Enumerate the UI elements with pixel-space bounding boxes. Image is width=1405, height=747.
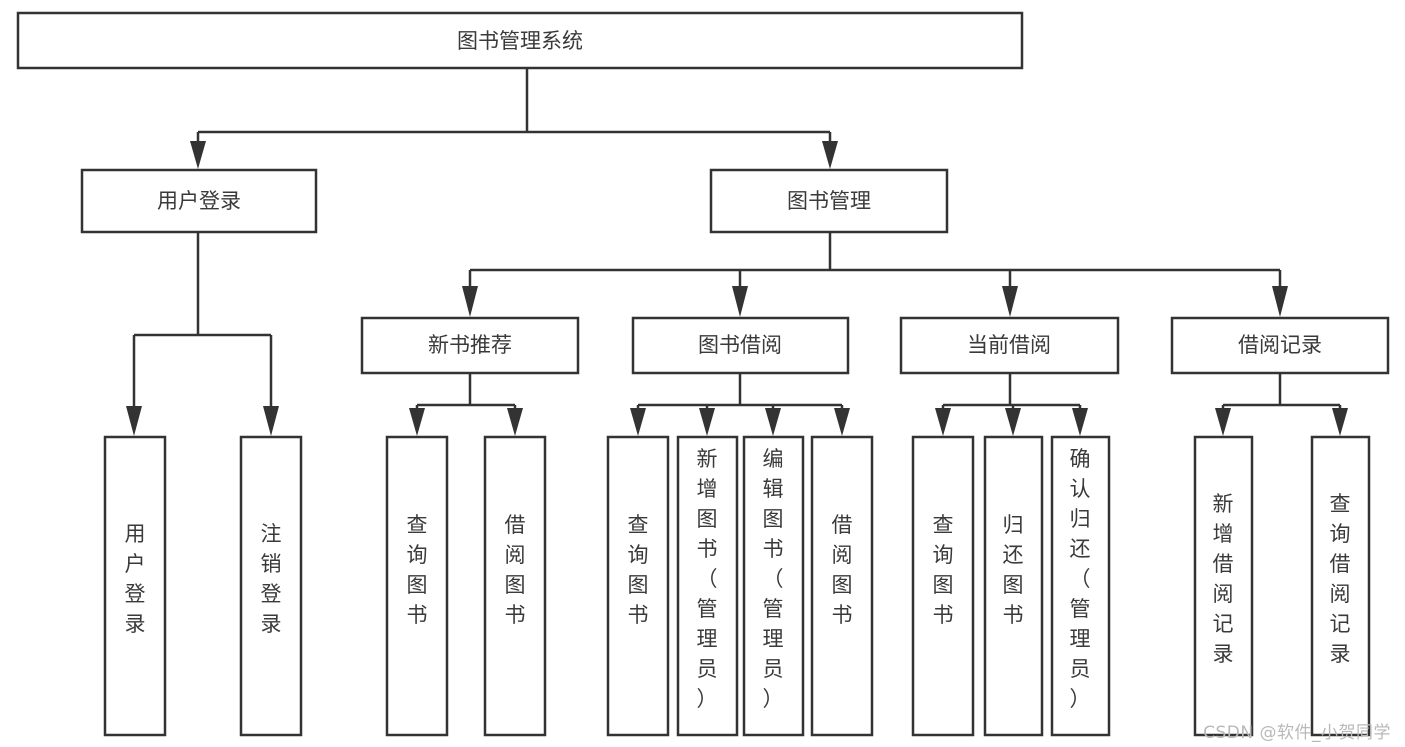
node-leaf-9-label: 查询图书	[933, 513, 954, 627]
node-leaf-2-box[interactable]	[239, 435, 303, 737]
node-leaf-5-label: 查询图书	[628, 513, 649, 627]
arrow-head-leaf-11	[1072, 408, 1088, 436]
node-leaf-10[interactable]: 归还图书	[983, 435, 1044, 737]
node-leaf-3-box[interactable]	[385, 435, 449, 737]
node-book-borrow[interactable]: 图书借阅	[631, 316, 850, 375]
node-leaf-3[interactable]: 查询图书	[385, 435, 449, 737]
node-book-borrow-label: 图书借阅	[698, 333, 782, 357]
arrow-head-leaf-2	[263, 406, 279, 436]
node-leaf-6-label: 新增图书（管理员）	[697, 447, 718, 711]
arrow-head-borrow-record	[1272, 286, 1288, 317]
node-leaf-5-box[interactable]	[606, 435, 670, 737]
node-leaf-6-box[interactable]	[676, 435, 739, 737]
node-leaf-6[interactable]: 新增图书（管理员）	[676, 435, 739, 737]
node-leaf-10-label: 归还图书	[1003, 513, 1024, 627]
arrow-head-book-borrow	[732, 286, 748, 317]
node-new-book-rec-label: 新书推荐	[428, 333, 512, 357]
node-leaf-2[interactable]: 注销登录	[239, 435, 303, 737]
node-borrow-record-box[interactable]	[1170, 316, 1390, 375]
node-leaf-1[interactable]: 用户登录	[103, 435, 167, 737]
node-leaf-1-label: 用户登录	[125, 522, 146, 636]
node-leaf-11-label: 确认归还（管理员）	[1070, 447, 1091, 711]
node-root[interactable]: 图书管理系统	[16, 11, 1024, 70]
node-leaf-7[interactable]: 编辑图书（管理员）	[742, 435, 805, 737]
node-leaf-2-label: 注销登录	[261, 522, 282, 636]
node-leaf-4[interactable]: 借阅图书	[483, 435, 547, 737]
leaf-node-layer: 用户登录 注销登录 查询图书 借阅图书 查询图书 新增图书（管理员）	[103, 435, 1371, 737]
node-leaf-7-box[interactable]	[742, 435, 805, 737]
node-leaf-12-label: 新增借阅记录	[1213, 492, 1234, 666]
arrow-head-current-borrow	[1002, 286, 1018, 317]
node-leaf-11-box[interactable]	[1050, 435, 1111, 737]
arrow-head-leaf-8	[834, 408, 850, 436]
node-leaf-13-box[interactable]	[1310, 435, 1371, 737]
node-leaf-8-label: 借阅图书	[832, 513, 853, 627]
node-leaf-8-box[interactable]	[810, 435, 874, 737]
node-borrow-record-label: 借阅记录	[1238, 333, 1322, 357]
node-leaf-5[interactable]: 查询图书	[606, 435, 670, 737]
node-leaf-9[interactable]: 查询图书	[911, 435, 975, 737]
node-leaf-12-box[interactable]	[1193, 435, 1254, 737]
node-root-box[interactable]	[16, 11, 1024, 70]
arrow-head-leaf-4	[507, 408, 523, 436]
node-leaf-10-box[interactable]	[983, 435, 1044, 737]
connector-layer	[126, 68, 1348, 436]
arrow-head-leaf-1	[126, 406, 142, 436]
arrow-head-new-book-rec	[462, 286, 478, 317]
node-new-book-rec[interactable]: 新书推荐	[360, 316, 580, 375]
node-leaf-3-label: 查询图书	[407, 513, 428, 627]
node-leaf-7-label: 编辑图书（管理员）	[763, 447, 784, 711]
node-book-manage[interactable]: 图书管理	[709, 168, 949, 234]
node-leaf-11[interactable]: 确认归还（管理员）	[1050, 435, 1111, 737]
node-book-manage-label: 图书管理	[787, 189, 871, 213]
node-leaf-4-box[interactable]	[483, 435, 547, 737]
arrow-head-book-manage	[822, 141, 838, 169]
node-root-label: 图书管理系统	[457, 29, 583, 53]
node-user-login-box[interactable]	[80, 168, 318, 234]
arrow-head-leaf-6	[699, 408, 715, 436]
node-user-login[interactable]: 用户登录	[80, 168, 318, 234]
arrow-head-leaf-9	[935, 408, 951, 436]
arrow-head-leaf-5	[630, 408, 646, 436]
node-current-borrow-label: 当前借阅	[967, 333, 1051, 357]
arrow-head-leaf-3	[409, 408, 425, 436]
node-leaf-1-box[interactable]	[103, 435, 167, 737]
node-leaf-4-label: 借阅图书	[505, 513, 526, 627]
arrow-head-leaf-10	[1005, 408, 1021, 436]
node-user-login-label: 用户登录	[157, 189, 241, 213]
node-current-borrow[interactable]: 当前借阅	[899, 316, 1120, 375]
node-leaf-13-label: 查询借阅记录	[1330, 492, 1351, 666]
node-book-borrow-box[interactable]	[631, 316, 850, 375]
arrow-head-leaf-12	[1215, 408, 1231, 436]
arrow-head-user-login	[190, 141, 206, 169]
node-current-borrow-box[interactable]	[899, 316, 1120, 375]
node-leaf-13[interactable]: 查询借阅记录	[1310, 435, 1371, 737]
node-leaf-12[interactable]: 新增借阅记录	[1193, 435, 1254, 737]
node-borrow-record[interactable]: 借阅记录	[1170, 316, 1390, 375]
node-leaf-8[interactable]: 借阅图书	[810, 435, 874, 737]
node-new-book-rec-box[interactable]	[360, 316, 580, 375]
node-book-manage-box[interactable]	[709, 168, 949, 234]
csdn-watermark: CSDN @软件_小贺同学	[1203, 723, 1391, 743]
arrow-head-leaf-13	[1332, 408, 1348, 436]
arrow-head-leaf-7	[765, 408, 781, 436]
node-leaf-9-box[interactable]	[911, 435, 975, 737]
